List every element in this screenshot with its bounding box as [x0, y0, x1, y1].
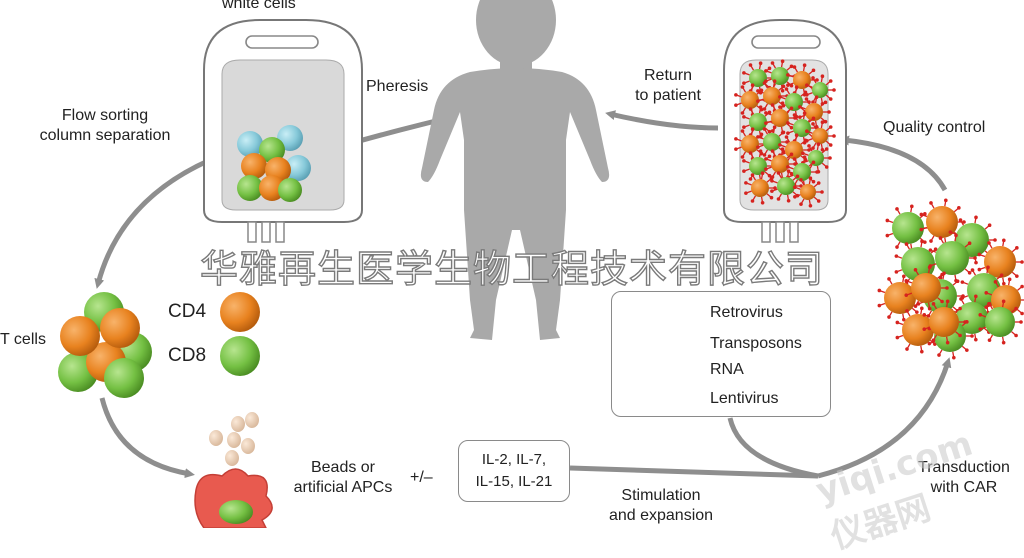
- collection-bag: [203, 19, 363, 243]
- interleukin-box: IL-2, IL-7, IL-15, IL-21: [458, 440, 570, 502]
- beads: [209, 412, 259, 466]
- car-t-cell: [764, 147, 797, 181]
- legend-item-rna: RNA: [612, 358, 832, 384]
- legend-label-rna: RNA: [710, 361, 744, 378]
- arrow-quality-control: [839, 135, 948, 192]
- beads-apcs-label: Beads or artificial APCs: [278, 458, 408, 498]
- return-line2: to patient: [635, 87, 701, 104]
- legend-label-retrovirus: Retrovirus: [710, 304, 783, 321]
- car-t-cell: [764, 101, 797, 135]
- arrow-legend-merge: [727, 417, 819, 479]
- cd8-label: CD8: [168, 345, 207, 366]
- car-t-cell: [922, 299, 967, 345]
- car-t-cell: [805, 120, 836, 152]
- car-t-cell: [805, 74, 836, 106]
- arrow-to-apc: [99, 397, 195, 479]
- car-t-cell: [919, 198, 966, 246]
- stimulation-line2: and expansion: [608, 507, 714, 524]
- company-watermark: 华雅再生医学生物工程技术有限公司: [199, 246, 825, 291]
- return-to-patient-label: Return to patient: [618, 66, 718, 106]
- plus-minus-label: +/–: [410, 469, 433, 486]
- stimulation-line1: Stimulation: [621, 487, 701, 504]
- legend-item-retrovirus: Retrovirus: [612, 301, 832, 327]
- car-t-cells-in-bag: [734, 59, 836, 208]
- car-t-cell: [744, 171, 777, 205]
- car-t-cell-cluster: [877, 198, 1024, 360]
- legend-item-transposons: Transposons: [612, 332, 832, 358]
- car-t-cell: [793, 176, 824, 208]
- il-line2: IL-15, IL-21: [475, 473, 553, 490]
- t-cell-cluster: [58, 292, 152, 398]
- beads-line1: Beads or: [310, 459, 376, 476]
- cd4-label: CD4: [168, 301, 207, 322]
- car-t-cell: [904, 265, 949, 311]
- arrow-flow-sorting: [94, 157, 212, 289]
- cd4-cell-sphere: [220, 292, 260, 332]
- beads-line2: artificial APCs: [293, 479, 393, 496]
- flow-sorting-line2: column separation: [39, 127, 171, 144]
- vector-legend-box: Retrovirus Transposons RNA Lentivirus: [611, 291, 831, 417]
- cd8-cell-sphere: [220, 336, 260, 376]
- car-t-cell: [742, 105, 775, 139]
- quality-control-label: Quality control: [883, 119, 986, 136]
- arrow-return: [605, 110, 719, 131]
- pheresis-label: Pheresis: [366, 78, 429, 95]
- t-cells-label: T cells: [0, 331, 46, 348]
- white-cells-label: white cells: [222, 0, 296, 12]
- car-t-cell: [977, 238, 1024, 286]
- infusion-bag: [723, 19, 847, 243]
- arrow-transduction: [817, 357, 952, 479]
- transduction-label: Transduction with CAR: [906, 458, 1022, 498]
- transduction-line1: Transduction: [918, 459, 1010, 476]
- car-t-process-diagram: [58, 0, 1024, 528]
- human-body-silhouette: [420, 0, 610, 340]
- legend-label-lentivirus: Lentivirus: [710, 390, 779, 407]
- arrow-stimulation: [569, 465, 819, 479]
- car-t-cell: [928, 233, 977, 283]
- artificial-apc-cell: [194, 468, 273, 528]
- car-t-cell: [756, 125, 789, 159]
- return-line1: Return: [643, 67, 693, 84]
- car-t-cell: [770, 169, 803, 203]
- legend-label-transposons: Transposons: [710, 335, 802, 352]
- il-line1: IL-2, IL-7,: [481, 451, 547, 468]
- car-t-cell: [895, 306, 942, 354]
- transduction-line2: with CAR: [930, 479, 998, 496]
- car-t-cell: [978, 299, 1023, 345]
- flow-sorting-line1: Flow sorting: [61, 107, 149, 124]
- legend-item-lentivirus: Lentivirus: [612, 387, 832, 413]
- flow-sorting-label: Flow sorting column separation: [20, 106, 190, 146]
- stimulation-label: Stimulation and expansion: [596, 486, 726, 526]
